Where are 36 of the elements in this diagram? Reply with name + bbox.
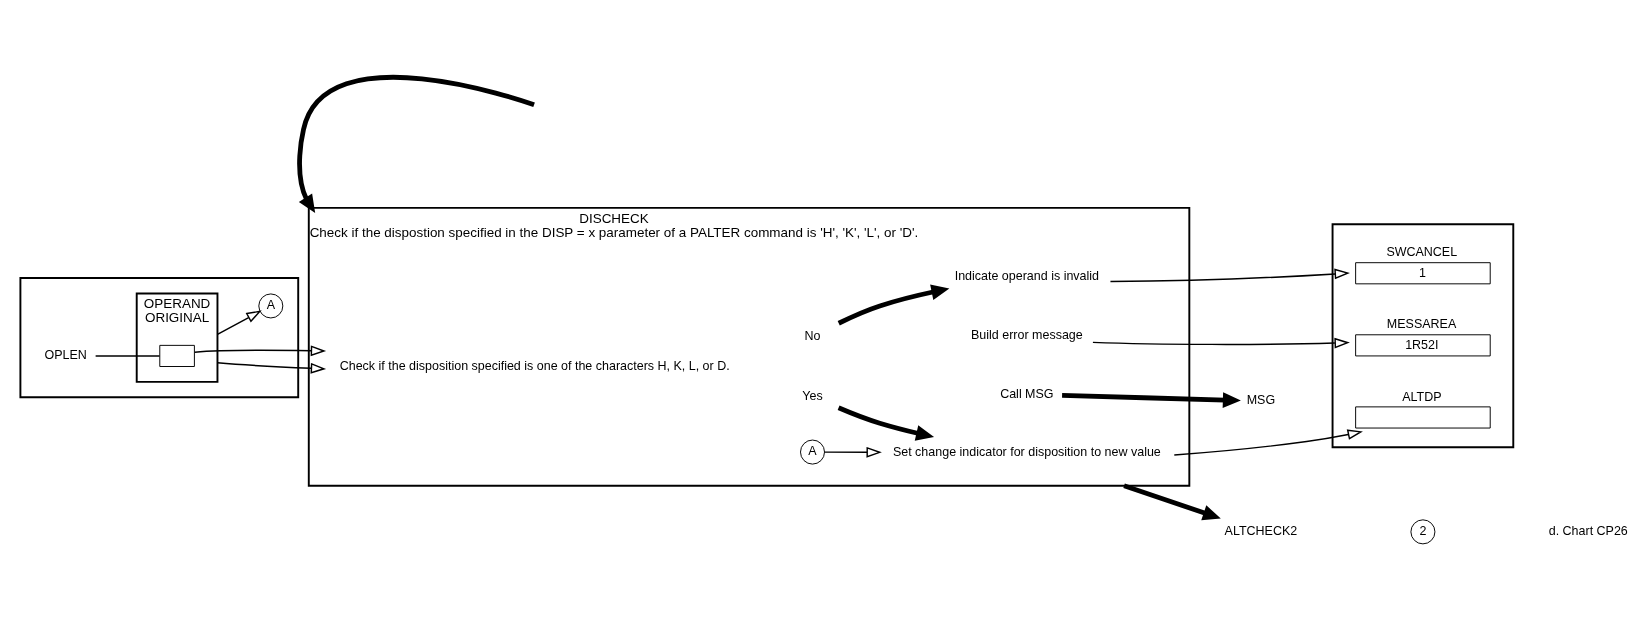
node-label: MESSAREA: [1386, 317, 1457, 332]
arrow: [837, 284, 950, 326]
cluster: OPERAND ORIGINAL: [135, 292, 219, 383]
arrow: [823, 446, 882, 458]
node-box: 1R52I: [1355, 334, 1491, 357]
label: d. Chart CP26: [1548, 524, 1628, 539]
arrow: [1173, 429, 1363, 456]
node-text: Indicate operand is invalid: [954, 269, 1100, 284]
arrow: [1109, 268, 1350, 283]
arrow: [216, 310, 262, 336]
node-box: [159, 344, 195, 367]
node-box: [1355, 406, 1491, 429]
node-text: Set change indicator for disposition to new value: [892, 445, 1161, 460]
node-label: SWCANCEL: [1386, 245, 1458, 260]
arrow: [1092, 337, 1350, 349]
node-text: Yes: [802, 388, 823, 403]
node-box: 1: [1355, 262, 1491, 285]
node-text: OPLEN: [44, 348, 87, 363]
node-text: MSG: [1246, 393, 1276, 408]
node-text: Call MSG: [1000, 386, 1054, 401]
node-circle: A: [800, 439, 825, 465]
arrow: [837, 405, 935, 441]
node-circle: A: [258, 293, 284, 319]
arrow: [216, 362, 327, 374]
arrow: [1062, 392, 1241, 408]
arrow: [1123, 483, 1221, 521]
arrow: [297, 74, 535, 213]
node-text: No: [804, 328, 821, 343]
node-text: Check if the disposition specified is one of the characters H, K, L, or D.: [339, 358, 730, 373]
node-text: ALTCHECK2: [1224, 524, 1298, 539]
node-text: Build error message: [971, 328, 1083, 343]
node-circle: 2: [1410, 519, 1436, 545]
connector: [94, 355, 161, 357]
arrow: [194, 345, 327, 357]
cluster: [19, 277, 300, 399]
node-label: ALTDP: [1402, 389, 1442, 404]
